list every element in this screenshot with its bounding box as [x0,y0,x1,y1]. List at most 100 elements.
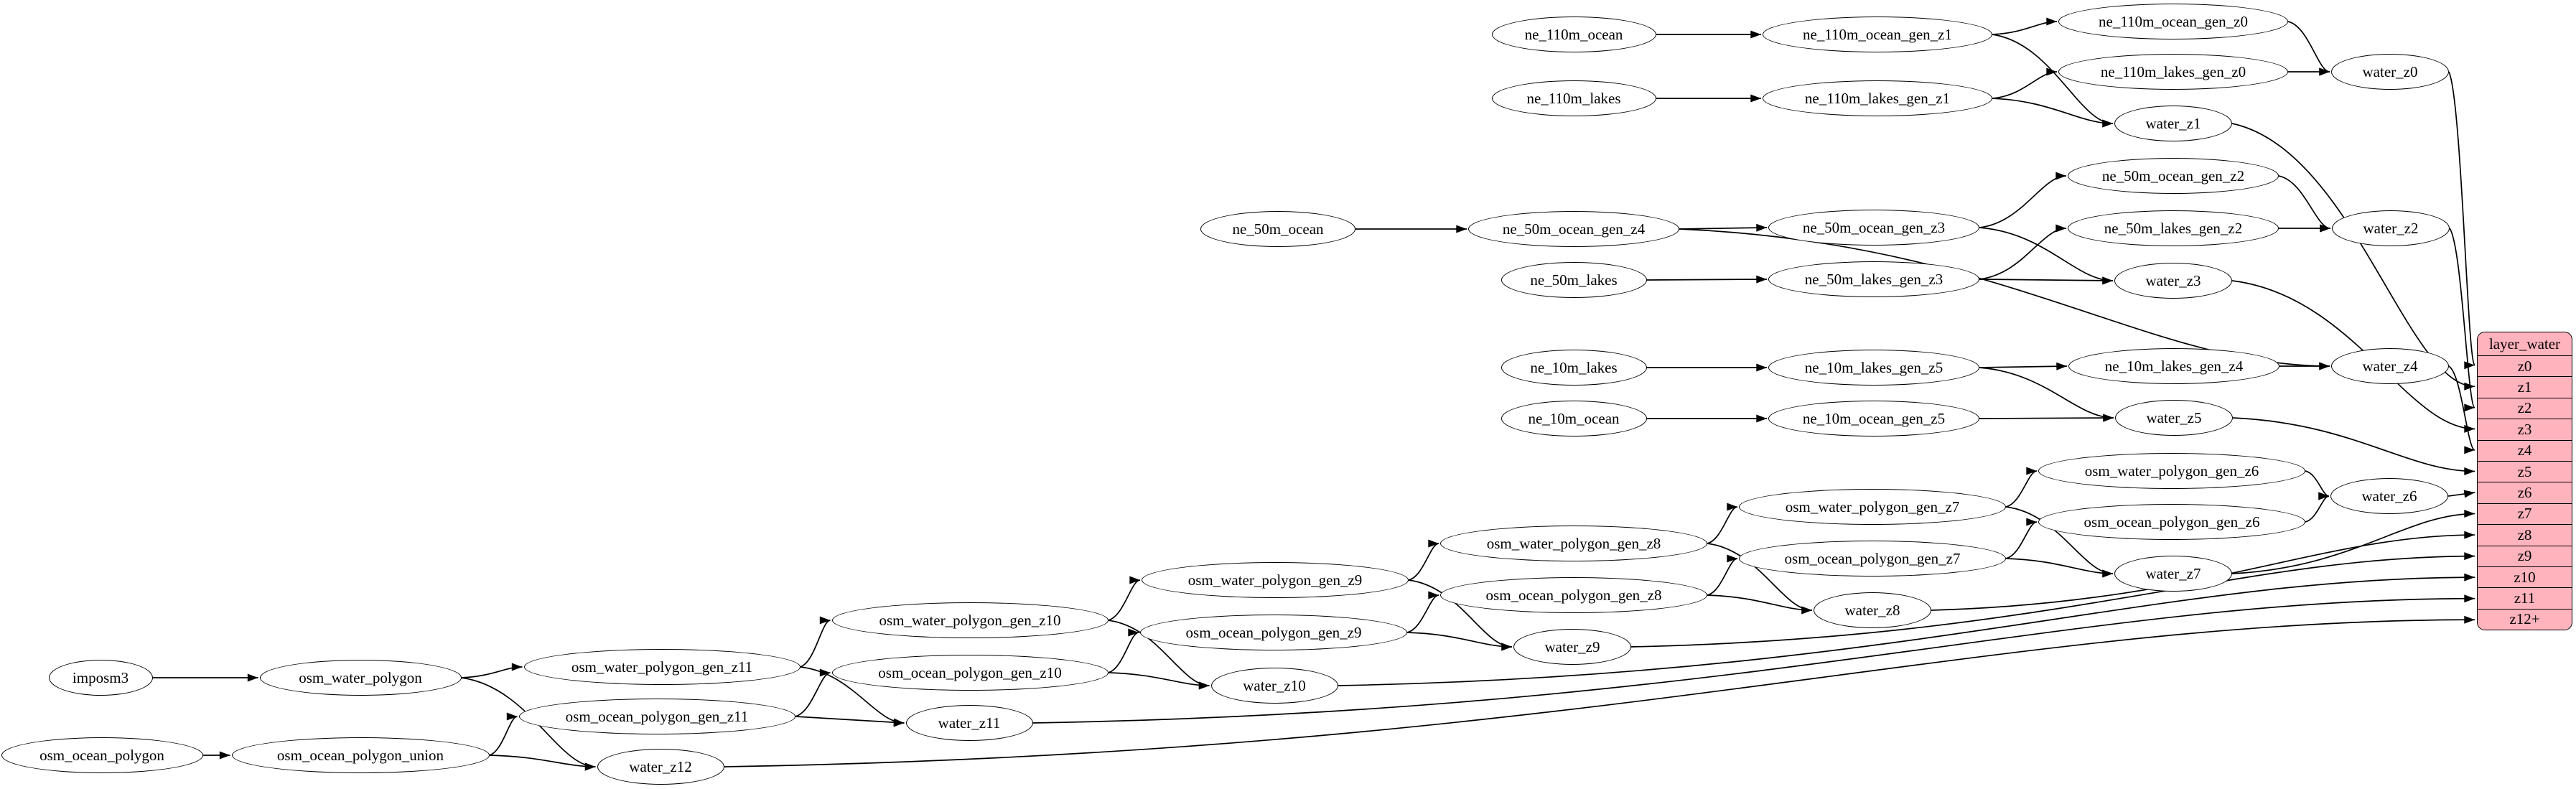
edge-osm_water_polygon_gen_z11--osm_water_polygon_gen_z10 [800,616,831,668]
node-osm_water_polygon_gen_z6: osm_water_polygon_gen_z6 [2038,453,2305,489]
node-label: water_z3 [2145,271,2201,289]
edge-osm_water_polygon--osm_water_polygon_gen_z11 [461,663,523,678]
node-ne_10m_ocean: ne_10m_ocean [1501,401,1647,436]
node-ne_110m_ocean_gen_z1: ne_110m_ocean_gen_z1 [1763,17,1992,52]
edge-ne_110m_ocean_gen_z0--water_z0 [2287,21,2330,76]
node-osm_ocean_polygon_union: osm_ocean_polygon_union [231,737,490,773]
edge-water_z0--layer_water-z0 [2448,71,2475,369]
node-water_z10: water_z10 [1210,668,1338,704]
node-label: water_z11 [938,714,1001,732]
node-osm_ocean_polygon: osm_ocean_polygon [1,737,203,773]
node-osm_ocean_polygon_gen_z8: osm_ocean_polygon_gen_z8 [1440,577,1707,613]
edge-ne_110m_lakes_gen_z1--water_z1 [1992,98,2114,128]
node-ne_10m_lakes_gen_z4: ne_10m_lakes_gen_z4 [2068,348,2279,384]
layer-water-row-z6: z6 [2478,482,2572,503]
edge-ne_50m_ocean_gen_z3--water_z3 [1979,227,2114,285]
edge-osm_water_polygon_gen_z7--osm_water_polygon_gen_z6 [2005,467,2038,508]
edge-water_z2--layer_water-z2 [2449,228,2475,412]
node-label: osm_water_polygon_gen_z6 [2084,462,2259,480]
edge-osm_water_polygon_gen_z10--osm_water_polygon_gen_z9 [1108,576,1141,621]
edge-ne_10m_lakes_gen_z5--ne_10m_lakes_gen_z4 [1979,362,2068,370]
edge-water_z11--layer_water-z11 [1032,594,2475,724]
node-ne_50m_lakes: ne_50m_lakes [1501,262,1647,298]
node-label: osm_ocean_polygon_gen_z6 [2083,513,2260,531]
node-label: osm_ocean_polygon_gen_z7 [1784,549,1961,567]
node-label: ne_10m_lakes_gen_z4 [2104,357,2244,375]
node-ne_110m_ocean_gen_z0: ne_110m_ocean_gen_z0 [2058,4,2288,39]
node-osm_ocean_polygon_gen_z10: osm_ocean_polygon_gen_z10 [831,655,1109,691]
layer-water-row-z11: z11 [2478,587,2572,608]
edge-osm_ocean_polygon_gen_z9--osm_ocean_polygon_gen_z8 [1406,591,1439,633]
edge-ne_50m_lakes_gen_z3--ne_50m_lakes_gen_z2 [1979,224,2067,280]
node-label: water_z5 [2146,408,2202,426]
edge-ne_50m_lakes_gen_z3--water_z3 [1979,276,2114,285]
edge-water_z6--layer_water-z6 [2447,490,2475,498]
edge-water_z10--layer_water-z10 [1338,573,2475,686]
node-water_z5: water_z5 [2115,400,2233,436]
node-label: water_z12 [629,757,692,775]
node-label: water_z1 [2145,114,2201,132]
node-label: ne_10m_lakes_gen_z5 [1804,358,1943,376]
node-label: osm_water_polygon_gen_z10 [879,611,1061,629]
node-osm_ocean_polygon_gen_z11: osm_ocean_polygon_gen_z11 [518,699,795,734]
edge-water_z1--layer_water-z1 [2231,123,2475,391]
node-label: water_z10 [1243,676,1306,694]
node-ne_50m_ocean_gen_z3: ne_50m_ocean_gen_z3 [1768,210,1979,246]
node-label: osm_water_polygon_gen_z8 [1486,534,1661,552]
node-osm_water_polygon: osm_water_polygon [259,660,462,696]
edge-ne_10m_lakes_gen_z5--water_z5 [1979,367,2114,422]
node-water_z12: water_z12 [597,749,724,785]
edge-osm_ocean_polygon_gen_z9--water_z9 [1406,632,1513,651]
edge-ne_50m_ocean_gen_z4--water_z4 [1679,228,2330,370]
edge-water_z9--layer_water-z9 [1630,552,2475,648]
node-label: water_z6 [2361,487,2417,505]
edge-water_z5--layer_water-z5 [2232,417,2475,475]
node-label: ne_110m_lakes_gen_z0 [2100,62,2246,80]
edge-osm_water_polygon_gen_z8--osm_water_polygon_gen_z7 [1707,503,1738,544]
layer-water-row-z5: z5 [2478,460,2572,482]
layer-water-row-z9: z9 [2478,545,2572,566]
edge-water_z4--layer_water-z4 [2448,365,2475,454]
node-osm_water_polygon_gen_z7: osm_water_polygon_gen_z7 [1739,489,2006,525]
node-ne_110m_lakes: ne_110m_lakes [1491,80,1656,116]
node-label: ne_10m_lakes [1530,358,1618,376]
node-ne_10m_ocean_gen_z5: ne_10m_ocean_gen_z5 [1768,401,1979,436]
edge-osm_ocean_polygon_gen_z7--osm_ocean_polygon_gen_z6 [2005,518,2038,559]
node-ne_50m_ocean_gen_z4: ne_50m_ocean_gen_z4 [1468,211,1679,247]
layer-water-row-z8: z8 [2478,524,2572,545]
edge-osm_water_polygon_gen_z9--osm_water_polygon_gen_z8 [1408,539,1439,581]
node-water_z1: water_z1 [2114,106,2232,141]
layer-water-row-z12+: z12+ [2478,608,2572,630]
edge-osm_ocean_polygon_union--water_z12 [489,755,596,771]
edge-water_z12--layer_water-z12+ [724,615,2475,767]
node-label: ne_50m_lakes_gen_z3 [1804,270,1943,288]
node-osm_water_polygon_gen_z11: osm_water_polygon_gen_z11 [523,649,801,685]
edge-osm_ocean_polygon_gen_z8--water_z8 [1707,594,1813,615]
edge-water_z8--layer_water-z8 [1931,531,2475,611]
node-water_z9: water_z9 [1513,629,1631,665]
node-ne_50m_ocean_gen_z2: ne_50m_ocean_gen_z2 [2068,158,2279,194]
node-label: imposm3 [72,668,129,686]
node-osm_ocean_polygon_gen_z7: osm_ocean_polygon_gen_z7 [1739,541,2006,576]
node-label: ne_50m_ocean_gen_z4 [1502,220,1646,238]
node-osm_ocean_polygon_gen_z6: osm_ocean_polygon_gen_z6 [2038,504,2305,540]
layer-water-row-z3: z3 [2478,419,2572,439]
edge-ne_10m_ocean_gen_z5--water_z5 [1979,414,2114,422]
node-label: osm_ocean_polygon_gen_z11 [565,707,749,725]
node-label: ne_110m_lakes [1526,89,1621,107]
node-label: ne_50m_ocean_gen_z2 [2101,167,2245,185]
node-osm_water_polygon_gen_z10: osm_water_polygon_gen_z10 [831,602,1109,638]
layer-water-row-z0: z0 [2478,355,2572,376]
edge-osm_ocean_polygon_gen_z7--water_z7 [2005,558,2114,578]
layer-water-row-z4: z4 [2478,439,2572,461]
node-label: osm_ocean_polygon_gen_z10 [878,663,1062,681]
node-label: osm_water_polygon [299,668,422,686]
node-ne_50m_lakes_gen_z3: ne_50m_lakes_gen_z3 [1768,261,1979,297]
node-ne_110m_lakes_gen_z0: ne_110m_lakes_gen_z0 [2058,54,2288,90]
node-water_z0: water_z0 [2331,54,2449,90]
node-label: osm_ocean_polygon_gen_z8 [1485,586,1662,604]
edge-ne_110m_lakes_gen_z1--ne_110m_lakes_gen_z0 [1992,67,2058,99]
layer-water-row-z1: z1 [2478,376,2572,397]
node-water_z7: water_z7 [2114,556,2232,592]
